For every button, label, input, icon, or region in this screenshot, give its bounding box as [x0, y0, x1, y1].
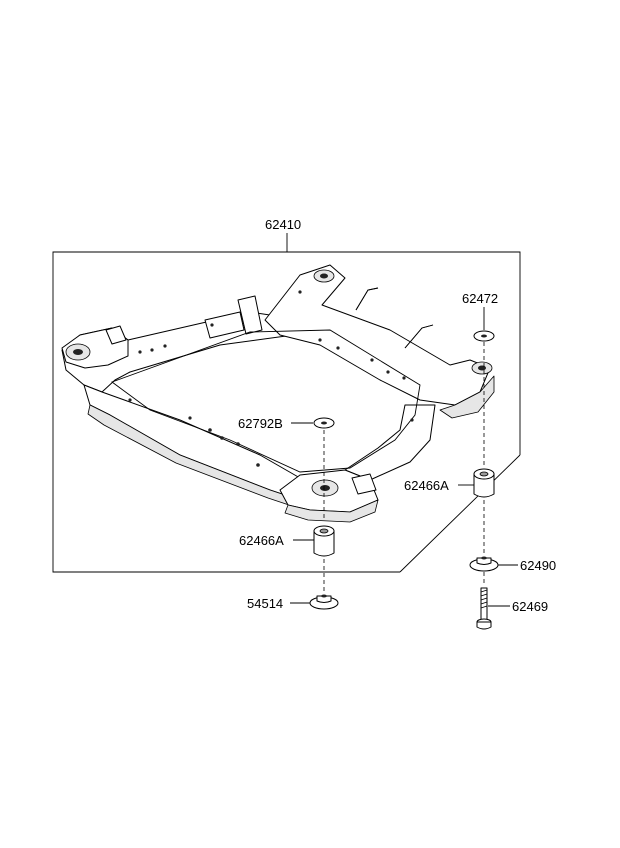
assembly-boundary-line: [399, 454, 521, 573]
part-label-62490: 62490: [520, 558, 556, 573]
part-label-62472: 62472: [462, 291, 498, 306]
part-label-62466A-left: 62466A: [239, 533, 284, 548]
part-label-54514: 54514: [247, 596, 283, 611]
bolt-62469: [476, 587, 492, 630]
washer-62472: [473, 330, 495, 342]
stopper-62490: [469, 556, 499, 572]
part-label-62792B: 62792B: [238, 416, 283, 431]
part-label-62410: 62410: [265, 217, 301, 232]
washer-62792b: [313, 417, 335, 429]
frame-holes: [128, 290, 414, 467]
part-label-62466A-right: 62466A: [404, 478, 449, 493]
part-label-62469: 62469: [512, 599, 548, 614]
assembly-boundary-line: [52, 251, 521, 573]
bushing-62466a-right: [473, 468, 495, 498]
front-subframe-crossmember: [61, 264, 495, 523]
stopper-54514: [309, 594, 339, 610]
bushing-62466a-left: [313, 525, 335, 557]
